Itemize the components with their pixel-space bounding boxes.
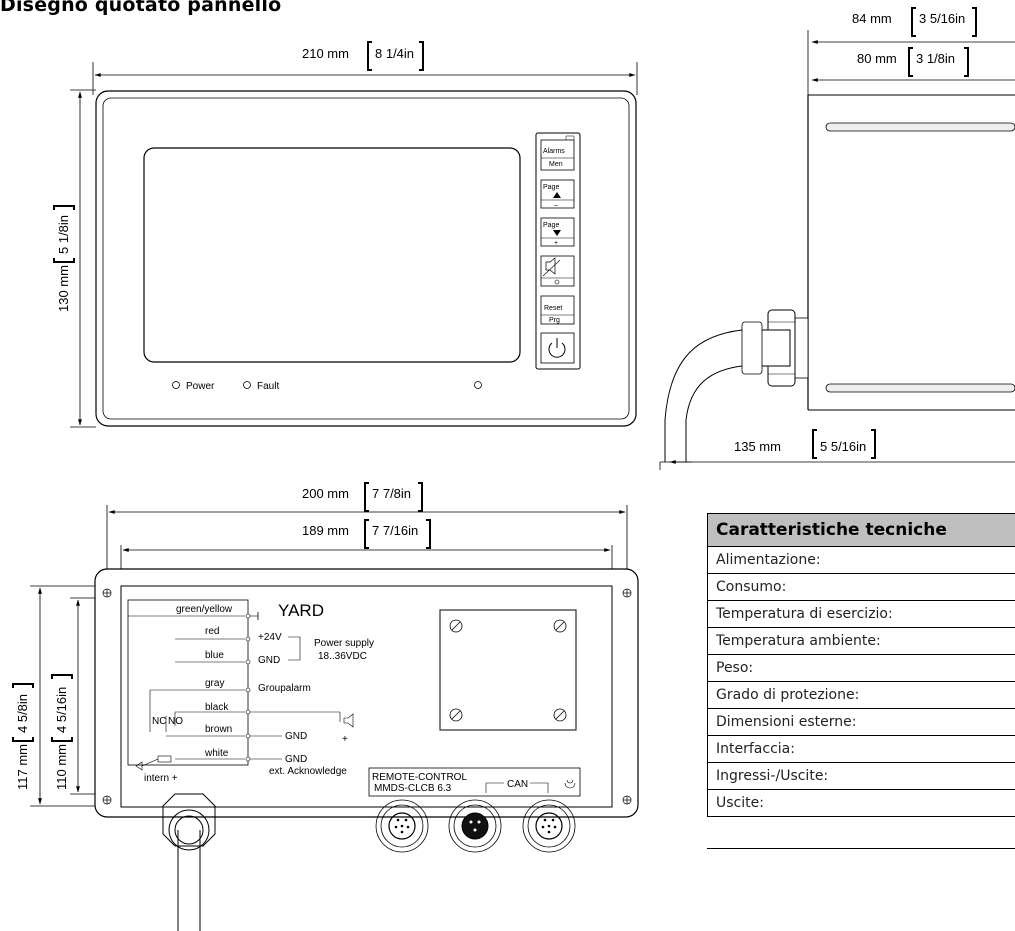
svg-text:red: red (205, 626, 219, 637)
svg-text:GND: GND (258, 655, 280, 666)
svg-text:Power supply: Power supply (314, 638, 374, 649)
spec-row: Consumo: (707, 573, 1015, 601)
keypad-page-down-button: Page + (540, 217, 575, 247)
svg-text:–: – (554, 202, 558, 209)
keypad-power-button (540, 332, 575, 364)
status-led-icon (474, 381, 482, 389)
rear-width-inner-inch: 7 7/16in (372, 523, 418, 538)
rear-height-inner-dim: 110 mm (54, 744, 69, 790)
front-width-inch: 8 1/4in (375, 46, 414, 61)
specs-table: Caratteristiche tecniche Alimentazione: … (707, 513, 1015, 817)
power-icon (548, 342, 566, 358)
keypad-page-up-button: Page – (540, 179, 575, 209)
side-depth-outer-dim: 84 mm (852, 11, 892, 26)
svg-text:black: black (205, 702, 229, 713)
keypad-alarms-button: Alarms Men (540, 139, 575, 171)
svg-text:+24V: +24V (258, 632, 282, 643)
side-length-inch: 5 5/16in (820, 439, 866, 454)
can-label: CAN (507, 779, 528, 790)
spec-row: Uscite: (707, 789, 1015, 817)
side-depth-inner-inch: 3 1/8in (916, 51, 955, 66)
spec-row: Ingressi-/Uscite: (707, 762, 1015, 790)
spec-row: Alimentazione: (707, 546, 1015, 574)
svg-text:brown: brown (205, 724, 232, 735)
front-view: 210 mm 8 1/4in 130 mm 5 1/8in Alarms Men… (53, 41, 638, 428)
fault-led-label: Fault (257, 381, 279, 392)
side-depth-outer-inch: 3 5/16in (919, 11, 965, 26)
buzzer-icon (343, 713, 354, 728)
svg-text:Reset: Reset (544, 305, 562, 312)
svg-text:Men: Men (549, 161, 563, 168)
fault-led-icon (243, 381, 251, 389)
svg-text:18..36VDC: 18..36VDC (318, 651, 367, 662)
page-title: Disegno quotato pannello (0, 0, 282, 16)
svg-text:ext. Acknowledge: ext. Acknowledge (269, 766, 347, 777)
mounting-screw-icon (102, 588, 632, 805)
svg-text:NC: NC (152, 716, 166, 727)
front-width-dim: 210 mm (302, 46, 349, 61)
side-depth-inner-dim: 80 mm (857, 51, 897, 66)
connector-icon (375, 799, 576, 853)
svg-text:+: + (554, 240, 558, 247)
svg-text:Page: Page (543, 222, 559, 229)
svg-text:intern +: intern + (144, 773, 178, 784)
svg-text:gray: gray (205, 678, 224, 689)
lamp-test-icon (554, 279, 560, 285)
rear-height-inner-inch: 4 5/16in (54, 687, 69, 733)
svg-text:NO: NO (168, 716, 183, 727)
cover-plate (439, 609, 577, 731)
svg-text:+: + (342, 734, 348, 745)
wiring-diagram: green/yellow YARD red +24V Power supply … (127, 599, 374, 784)
spec-row: Interfaccia: (707, 735, 1015, 763)
specs-divider (707, 848, 1015, 849)
front-height-dim: 130 mm (56, 265, 71, 312)
rear-view: 200 mm 7 7/8in 189 mm 7 7/16in 117 mm 4 … (12, 482, 639, 931)
front-height-inch: 5 1/8in (56, 215, 71, 254)
side-view: 84 mm 3 5/16in 80 mm 3 1/8in 135 mm 5 5/… (659, 7, 1015, 470)
rear-width-outer-inch: 7 7/8in (372, 486, 411, 501)
svg-text:GND: GND (285, 754, 307, 765)
spec-row: Peso: (707, 654, 1015, 682)
spec-row: Dimensioni esterne: (707, 708, 1015, 736)
keypad-reset-button: Reset Prg (540, 295, 575, 325)
svg-text:Prg: Prg (549, 317, 560, 324)
svg-text:Alarms: Alarms (543, 148, 565, 155)
keypad-horn-button (540, 255, 575, 287)
remote-model-label: MMDS-CLCB 6.3 (374, 783, 452, 794)
svg-text:green/yellow: green/yellow (176, 604, 233, 615)
side-length-dim: 135 mm (734, 439, 781, 454)
spec-row: Temperatura di esercizio: (707, 600, 1015, 628)
svg-text:white: white (204, 748, 229, 759)
svg-text:GND: GND (285, 731, 307, 742)
rear-width-inner-dim: 189 mm (302, 523, 349, 538)
spec-row: Temperatura ambiente: (707, 627, 1015, 655)
ground-icon (564, 779, 576, 789)
remote-control-label: REMOTE-CONTROL (372, 772, 467, 783)
cable-gland (162, 793, 216, 931)
spec-row: Grado di protezione: (707, 681, 1015, 709)
power-led-label: Power (186, 381, 215, 392)
power-led-icon (172, 381, 180, 389)
svg-text:blue: blue (205, 650, 224, 661)
svg-text:Groupalarm: Groupalarm (258, 683, 311, 694)
specs-header: Caratteristiche tecniche (707, 513, 1015, 547)
rear-height-outer-inch: 4 5/8in (15, 694, 30, 733)
rear-height-outer-dim: 117 mm (15, 744, 30, 790)
yard-label: YARD (278, 601, 324, 620)
svg-text:Page: Page (543, 184, 559, 191)
rear-width-outer-dim: 200 mm (302, 486, 349, 501)
